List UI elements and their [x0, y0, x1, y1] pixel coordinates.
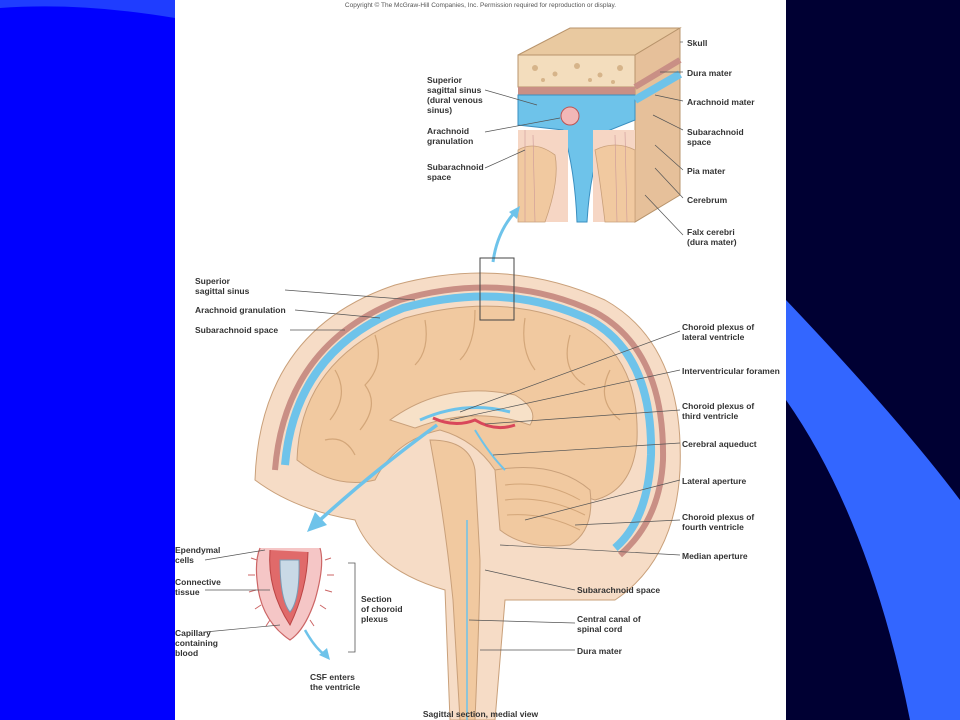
label-superior-sagittal-sinus: Superior sagittal sinus [195, 276, 250, 296]
label-subarachnoid-space-lower: Subarachnoid space [577, 585, 661, 595]
label-ependymal-cells: Ependymal cells [175, 545, 221, 565]
inset-marker [479, 257, 515, 321]
label-cerebrum: Cerebrum [687, 195, 728, 205]
inset-skull-bone [517, 54, 636, 88]
inset-granulation [560, 106, 580, 126]
label-capillary-blood: Capillary containing blood [175, 628, 218, 658]
inset-block [484, 27, 684, 236]
label-choroid-plexus-lateral: Choroid plexus of lateral ventricle [682, 322, 755, 342]
label-median-aperture: Median aperture [682, 551, 748, 561]
choroid-detail [204, 547, 356, 660]
label-choroid-plexus-third: Choroid plexus of third ventricle [682, 401, 755, 421]
cerebellum [494, 467, 592, 547]
flow-arrow [318, 423, 439, 522]
choroid-plexus-third [432, 416, 516, 430]
label-interventricular-foramen: Interventricular foramen [682, 366, 780, 376]
label-inset-dura-mater: Dura mater [687, 68, 732, 78]
label-inset-subarachnoid-space-right: Subarachnoid space [687, 127, 744, 147]
label-lateral-aperture: Lateral aperture [682, 476, 747, 486]
label-arachnoid-granulation: Arachnoid granulation [195, 305, 286, 315]
label-skull: Skull [687, 38, 708, 48]
label-csf-enters: CSF enters the ventricle [310, 672, 361, 692]
copyright-notice: Copyright © The McGraw-Hill Companies, I… [344, 2, 617, 9]
anatomy-figure: Copyright © The McGraw-Hill Companies, I… [175, 0, 786, 720]
zoom-arrow [491, 210, 517, 263]
csf-subarachnoid [281, 292, 656, 552]
label-pia-mater: Pia mater [687, 166, 726, 176]
label-falx-cerebri: Falx cerebri (dura mater) [687, 227, 737, 247]
label-inset-subarachnoid-space: Subarachnoid space [427, 162, 484, 182]
brain-diagram [204, 27, 684, 720]
sagittal-section [254, 257, 681, 720]
label-section-choroid-plexus: Section of choroid plexus [361, 594, 403, 624]
label-arachnoid-mater: Arachnoid mater [687, 97, 755, 107]
label-inset-arachnoid-granulation: Arachnoid granulation [427, 126, 474, 146]
label-connective-tissue: Connective tissue [175, 577, 221, 597]
figure-caption: Sagittal section, medial view [422, 709, 539, 719]
label-dura-mater: Dura mater [577, 646, 622, 656]
label-central-canal: Central canal of spinal cord [577, 614, 641, 634]
inset-dura [518, 87, 635, 95]
label-inset-superior-sagittal-sinus: Superior sagittal sinus (dural venous si… [427, 75, 483, 115]
label-subarachnoid-space: Subarachnoid space [195, 325, 279, 335]
label-choroid-plexus-fourth: Choroid plexus of fourth ventricle [682, 512, 755, 532]
label-cerebral-aqueduct: Cerebral aqueduct [682, 439, 757, 449]
